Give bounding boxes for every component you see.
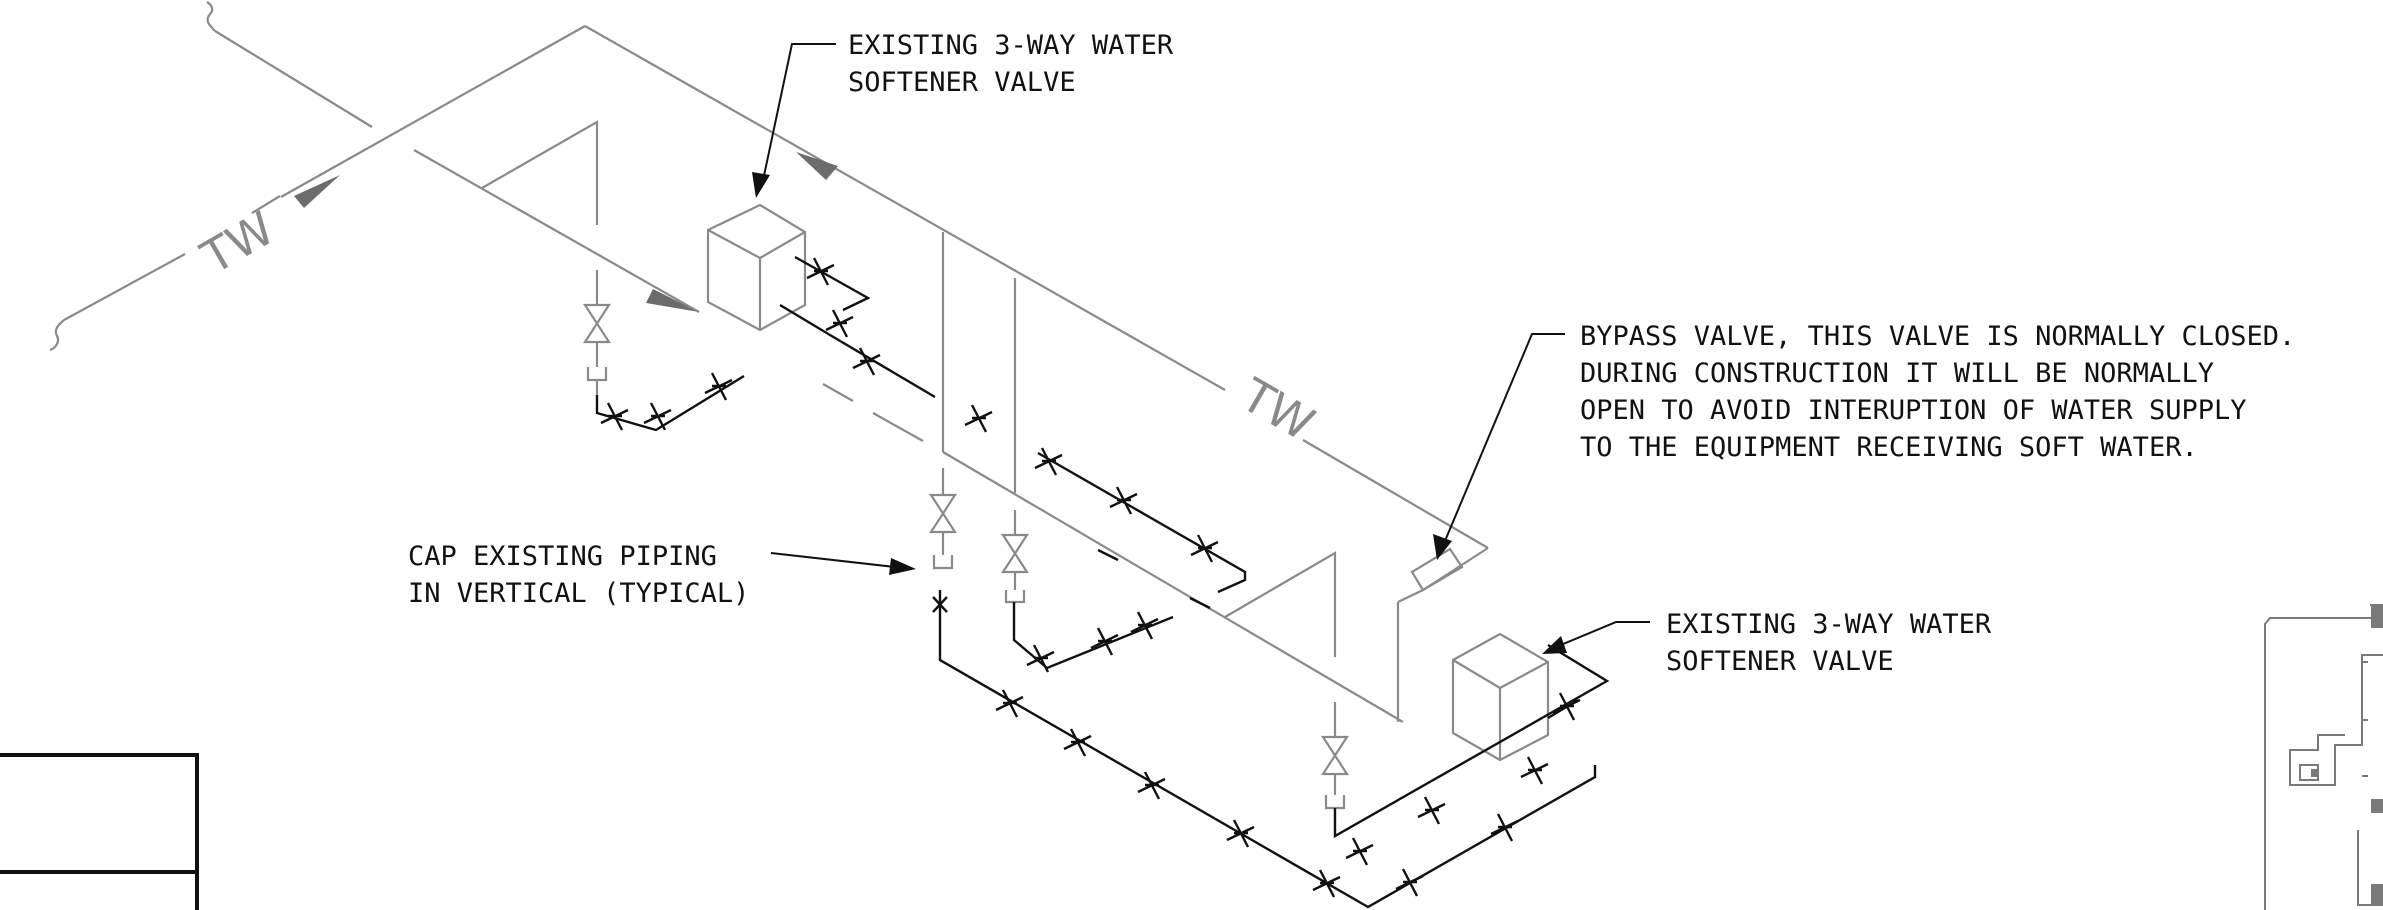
svg-text:EXISTING 3-WAY WATER: EXISTING 3-WAY WATER (848, 30, 1174, 61)
bypass-valve-icon (1410, 547, 1464, 592)
flow-arrow-middle (646, 289, 699, 312)
softener-valve-top-icon (706, 203, 807, 332)
svg-text:SOFTENER VALVE: SOFTENER VALVE (1666, 646, 1894, 677)
svg-text:SOFTENER VALVE: SOFTENER VALVE (848, 67, 1076, 98)
bypass-valve-note: BYPASS VALVE, THIS VALVE IS NORMALLY CLO… (1580, 321, 2295, 463)
leader-cap-piping (770, 552, 916, 575)
leader-softener-top (752, 43, 836, 198)
svg-text:DURING CONSTRUCTION IT WILL BE: DURING CONSTRUCTION IT WILL BE NORMALLY (1580, 358, 2214, 389)
cut-marks (600, 257, 1581, 898)
drop-valve-right (1320, 702, 1350, 810)
drop-valve-left (582, 270, 612, 395)
title-block-fragment (0, 753, 199, 910)
softener-valve-bottom-note: EXISTING 3-WAY WATER SOFTENER VALVE (1666, 609, 1992, 677)
drop-valve-center-left (928, 468, 958, 570)
svg-text:IN VERTICAL (TYPICAL): IN VERTICAL (TYPICAL) (408, 578, 749, 609)
soft-water-pipe (413, 120, 1404, 723)
flow-arrow-left (294, 175, 340, 208)
svg-text:TO THE EQUIPMENT RECEIVING SOF: TO THE EQUIPMENT RECEIVING SOFT WATER. (1580, 432, 2198, 463)
svg-text:OPEN TO AVOID INTERUPTION OF W: OPEN TO AVOID INTERUPTION OF WATER SUPPL… (1580, 395, 2246, 426)
svg-text:EXISTING 3-WAY WATER: EXISTING 3-WAY WATER (1666, 609, 1992, 640)
tw-main-pipe (49, 1, 1489, 722)
leader-softener-bottom (1542, 621, 1650, 654)
cap-piping-note: CAP EXISTING PIPING IN VERTICAL (TYPICAL… (408, 541, 749, 609)
svg-text:CAP EXISTING PIPING: CAP EXISTING PIPING (408, 541, 717, 572)
capped-piping (595, 255, 1610, 909)
tw-label-left: TW (192, 201, 284, 285)
softener-valve-bottom-icon (1451, 632, 1550, 762)
drop-valve-center-right (1000, 510, 1030, 604)
key-plan-thumbnail (2264, 604, 2383, 910)
leader-bypass (1433, 333, 1565, 560)
tw-label-right: TW (1232, 367, 1324, 451)
svg-text:BYPASS VALVE, THIS VALVE IS NO: BYPASS VALVE, THIS VALVE IS NORMALLY CLO… (1580, 321, 2295, 352)
flow-arrow-top (796, 152, 838, 180)
softener-valve-top-note: EXISTING 3-WAY WATER SOFTENER VALVE (848, 30, 1174, 98)
